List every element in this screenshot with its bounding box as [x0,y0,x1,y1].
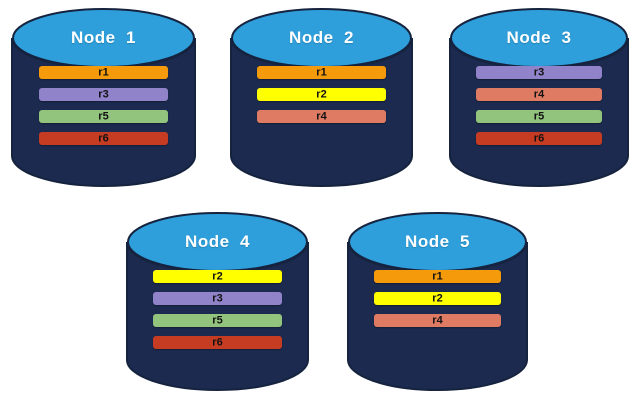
record-label: r3 [533,66,545,78]
cylinder-top-ellipse [348,212,527,272]
record-bar-r3[interactable]: r3 [39,88,168,101]
record-label: r6 [98,132,109,144]
record-label: r4 [316,110,327,122]
record-bar-r1[interactable]: r1 [257,66,386,79]
record-label: r1 [432,270,443,282]
record-label: r2 [212,270,223,282]
record-bar-r4[interactable]: r4 [476,88,602,101]
record-bar-r2[interactable]: r2 [153,270,282,283]
record-label: r2 [316,88,327,100]
record-bar-r2[interactable]: r2 [374,292,501,305]
record-bar-r2[interactable]: r2 [257,88,386,101]
cylinder-top-ellipse [127,212,308,272]
record-bar-r4[interactable]: r4 [374,314,501,327]
record-bar-r6[interactable]: r6 [153,336,282,349]
record-bar-r5[interactable]: r5 [39,110,168,123]
record-label: r2 [432,292,443,304]
cylinder-top-ellipse [231,8,412,68]
record-label: r5 [212,314,223,326]
record-label: r1 [98,66,109,78]
record-bar-r5[interactable]: r5 [476,110,602,123]
record-label: r6 [212,336,223,348]
record-bar-r4[interactable]: r4 [257,110,386,123]
record-label: r5 [98,110,109,122]
record-list: r1 r3 r5 r6 [12,66,195,145]
record-bar-r6[interactable]: r6 [39,132,168,145]
record-bar-r6[interactable]: r6 [476,132,602,145]
record-label: r4 [432,314,443,326]
record-label: r6 [533,132,545,144]
cylinder-top-ellipse [450,8,628,68]
record-label: r1 [316,66,327,78]
record-bar-r3[interactable]: r3 [153,292,282,305]
record-bar-r1[interactable]: r1 [39,66,168,79]
record-list: r1 r2 r4 [231,66,412,123]
record-list: r3 r4 r5 r6 [450,66,628,145]
record-bar-r1[interactable]: r1 [374,270,501,283]
record-label: r3 [98,88,109,100]
cylinder-top-ellipse [12,8,195,68]
record-label: r4 [533,88,545,100]
record-list: r2 r3 r5 r6 [127,270,308,349]
record-label: r3 [212,292,223,304]
record-bar-r5[interactable]: r5 [153,314,282,327]
record-label: r5 [533,110,545,122]
record-list: r1 r2 r4 [348,270,527,327]
record-bar-r3[interactable]: r3 [476,66,602,79]
